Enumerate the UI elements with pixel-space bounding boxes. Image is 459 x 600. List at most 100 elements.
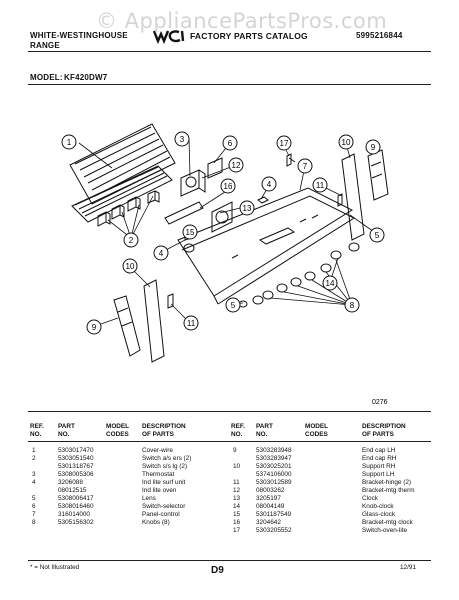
callout-14: 14 — [322, 275, 338, 291]
part-switches — [97, 190, 160, 227]
table-cell-part: 5303205552 — [256, 527, 292, 534]
table-cell-ref: 17 — [233, 527, 241, 534]
table-cell-part: 5305156302 — [58, 519, 94, 526]
part-end-cap-right — [367, 149, 389, 201]
table-cell-desc: End cap RH — [362, 455, 397, 462]
table-cell-ref — [32, 487, 36, 495]
callout-6: 6 — [222, 135, 238, 151]
table-cell-ref: 12 — [233, 487, 241, 494]
table-cell-desc: Knob-clock — [362, 503, 394, 510]
svg-text:9: 9 — [371, 143, 376, 152]
callout-10b: 10 — [122, 258, 138, 274]
table-cell-part: 5303017470 — [58, 447, 94, 454]
left-part-column: 5303017470 5303051540 5301318767 5308005… — [58, 447, 94, 527]
table-cell-part: 5308016460 — [58, 503, 94, 510]
table-cell-desc: Bracket-hinge (2) — [362, 479, 412, 486]
table-cell-ref — [32, 463, 36, 471]
svg-text:7: 7 — [303, 162, 308, 171]
svg-text:3: 3 — [180, 135, 185, 144]
table-cell-part: 5301187549 — [256, 511, 292, 518]
table-cell-desc: Knobs (8) — [142, 519, 170, 526]
table-cell-part: 08012515 — [58, 487, 87, 494]
right-ref-column: 9 10 11 12 13 14 15 16 17 — [233, 447, 240, 535]
part-oven-lite-switch — [286, 153, 296, 167]
table-cell-desc: Ind lite surf unit — [142, 479, 186, 486]
svg-text:2: 2 — [129, 236, 134, 245]
table-cell-ref: 8 — [32, 519, 36, 526]
svg-text:15: 15 — [186, 228, 195, 237]
table-cell-desc: Support RH — [362, 463, 396, 470]
col-header-ref-right: REF.NO. — [231, 423, 245, 438]
table-cell-ref: 1 — [32, 447, 36, 454]
table-cell-ref: 14 — [233, 503, 241, 510]
table-cell-part: 3204642 — [256, 519, 281, 526]
svg-text:10: 10 — [342, 138, 351, 147]
svg-text:17: 17 — [280, 139, 289, 148]
col-header-ref-left: REF.NO. — [30, 423, 44, 438]
callout-11b: 11 — [183, 315, 199, 331]
left-desc-column: Cover-wire Switch a/s ers (2) Switch s/s… — [142, 447, 191, 527]
table-cell-desc: Switch a/s ers (2) — [142, 455, 192, 462]
table-cell-part: 5308005306 — [58, 471, 94, 478]
table-cell-ref: 2 — [32, 455, 36, 462]
watermark: © AppliancePartsPros.com — [96, 9, 388, 33]
right-desc-column: End cap LH End cap RH Support RH Support… — [362, 447, 415, 535]
table-cell-part: 08003262 — [256, 487, 285, 494]
svg-text:11: 11 — [316, 181, 325, 190]
svg-text:5: 5 — [375, 231, 380, 240]
page-code: D9 — [211, 565, 224, 576]
part-indicator-lite — [257, 196, 269, 204]
catalog-number: 5995216844 — [356, 31, 403, 40]
header-divider — [28, 51, 431, 52]
svg-text:4: 4 — [267, 180, 272, 189]
callout-11: 11 — [312, 177, 328, 193]
part-cover-wire — [69, 123, 176, 223]
table-cell-part: 316014000 — [58, 511, 90, 518]
table-cell-desc: Switch-selector — [142, 503, 186, 510]
svg-text:16: 16 — [224, 182, 233, 191]
table-cell-desc: Glass-clock — [362, 511, 396, 518]
callout-2: 2 — [123, 232, 139, 248]
callout-bubbles: 1 2 3 4 4 5 5 6 7 8 9 9 10 10 11 11 12 1… — [61, 131, 385, 335]
footer-note: * = Not Illustrated — [30, 564, 80, 571]
table-cell-part: 5301318767 — [58, 463, 94, 470]
table-cell-part: 5303051540 — [58, 455, 94, 462]
callout-15: 15 — [182, 224, 198, 240]
wci-logo-icon — [152, 28, 188, 49]
table-cell-desc: Cover-wire — [142, 447, 173, 454]
table-cell-part: 5303283947 — [256, 455, 292, 462]
svg-text:13: 13 — [243, 204, 252, 213]
svg-text:4: 4 — [159, 249, 164, 258]
svg-text:1: 1 — [67, 138, 72, 147]
model-divider — [28, 84, 431, 85]
callout-16: 16 — [220, 178, 236, 194]
svg-text:5: 5 — [231, 301, 236, 310]
table-cell-ref: 4 — [32, 479, 36, 486]
table-cell-part: 5303025201 — [256, 463, 292, 470]
table-cell-ref: 5 — [32, 495, 36, 502]
right-part-column: 5303283948 5303283947 5303025201 5374106… — [256, 447, 292, 535]
table-cell-ref: 3 — [32, 471, 36, 478]
svg-text:11: 11 — [187, 319, 196, 328]
callout-17: 17 — [276, 135, 292, 151]
svg-text:10: 10 — [126, 262, 135, 271]
table-cell-desc: Ind lite oven — [142, 487, 177, 494]
diagram-code: 0276 — [372, 399, 388, 406]
model-label: MODEL: — [30, 73, 63, 82]
table-cell-ref: 15 — [233, 511, 241, 518]
table-cell-part: 5303283948 — [256, 447, 292, 454]
callout-10: 10 — [338, 134, 354, 150]
exploded-parts-diagram: 1 2 3 4 4 5 5 6 7 8 9 9 10 10 11 11 12 1… — [61, 123, 389, 406]
table-cell-ref: 11 — [233, 479, 240, 486]
table-header-divider — [28, 441, 431, 442]
callout-12: 12 — [228, 157, 244, 173]
callout-3: 3 — [174, 131, 190, 147]
table-cell-desc: Thermostat — [142, 471, 175, 478]
table-cell-ref: 16 — [233, 519, 241, 526]
